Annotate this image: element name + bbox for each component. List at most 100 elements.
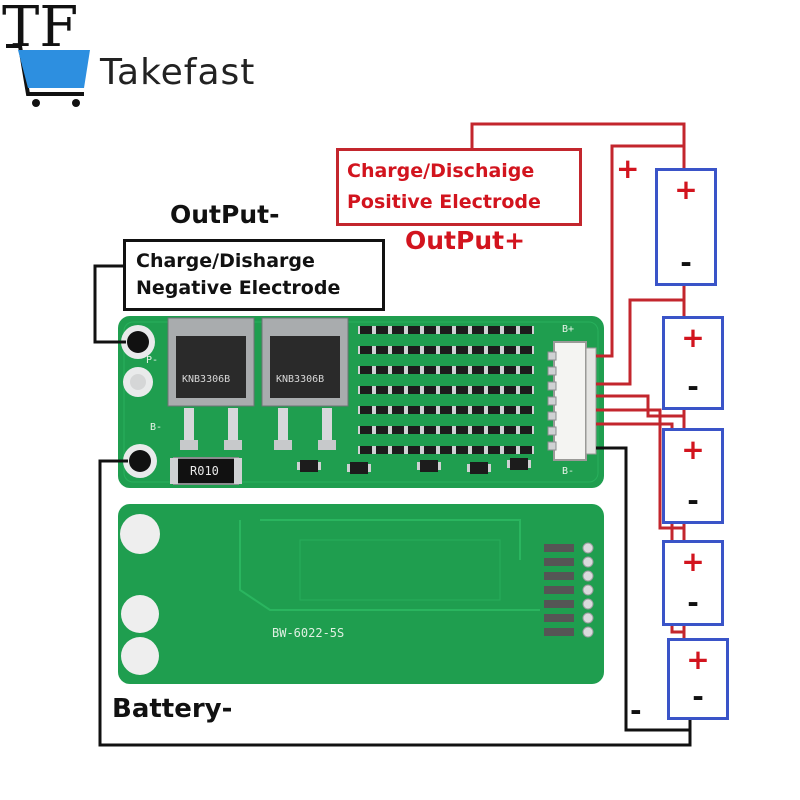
smd-part — [390, 326, 406, 334]
mosfet-1 — [167, 317, 255, 450]
connector-pin — [547, 441, 557, 451]
pcb-bottom-board — [118, 504, 604, 684]
smd-part — [358, 406, 374, 414]
bottom-pin — [544, 612, 594, 624]
cell-5-plus: + — [686, 643, 710, 676]
smd-part — [374, 426, 390, 434]
smd-part — [358, 386, 374, 394]
smd-part — [454, 366, 470, 374]
smd-part — [518, 386, 534, 394]
smd-part — [422, 406, 438, 414]
bottom-pin — [544, 584, 594, 596]
negative-electrode-box: Charge/Disharge Negative Electrode — [123, 239, 385, 311]
smd-part — [406, 366, 422, 374]
bottom-pin — [544, 570, 594, 582]
connector-pin — [547, 366, 557, 376]
smd-part — [486, 446, 502, 454]
smd-part — [390, 446, 406, 454]
smd-part — [518, 326, 534, 334]
smd-part — [518, 366, 534, 374]
smd-part — [438, 326, 454, 334]
smd-part — [454, 386, 470, 394]
smd-component-grid — [297, 326, 534, 474]
wire-plus-label: + — [616, 152, 640, 185]
smd-part — [518, 426, 534, 434]
cell-4-minus: - — [687, 586, 699, 619]
cell-1-minus: - — [680, 246, 692, 279]
smd-part — [470, 446, 486, 454]
smd-part — [422, 346, 438, 354]
mosfet-2 — [261, 317, 349, 450]
smd-part — [422, 326, 438, 334]
smd-part — [297, 460, 321, 472]
bottom-pad-1 — [120, 514, 160, 554]
balance-connector — [547, 341, 597, 461]
output-positive-label: OutPut+ — [405, 226, 526, 255]
smd-part — [486, 326, 502, 334]
positive-box-line2: Positive Electrode — [347, 191, 541, 213]
smd-part — [374, 346, 390, 354]
pad-b-minus — [123, 444, 157, 478]
battery-cell-3: + - — [662, 428, 724, 524]
smd-part — [502, 386, 518, 394]
smd-part — [390, 366, 406, 374]
bottom-pin-row — [544, 542, 594, 638]
smd-part — [374, 366, 390, 374]
mosfet-2-marking: KNB3306B — [276, 374, 325, 385]
smd-part — [486, 406, 502, 414]
smd-part — [390, 386, 406, 394]
cell-2-plus: + — [681, 321, 705, 354]
smd-part — [358, 366, 374, 374]
smd-part — [406, 326, 422, 334]
smd-part — [467, 462, 491, 474]
smd-part — [358, 426, 374, 434]
smd-part — [486, 346, 502, 354]
connector-pin — [547, 381, 557, 391]
smd-part — [438, 426, 454, 434]
cell-3-plus: + — [681, 433, 705, 466]
smd-part — [502, 406, 518, 414]
smd-part — [406, 386, 422, 394]
smd-part — [374, 446, 390, 454]
smd-part — [518, 446, 534, 454]
negative-box-line2: Negative Electrode — [136, 277, 341, 299]
smd-part — [502, 426, 518, 434]
smd-part — [454, 346, 470, 354]
smd-part — [486, 426, 502, 434]
smd-part — [422, 446, 438, 454]
cart-icon — [6, 44, 90, 107]
smd-part — [438, 406, 454, 414]
smd-part — [454, 426, 470, 434]
pad-top-2 — [123, 367, 153, 397]
smd-part — [502, 366, 518, 374]
smd-part — [470, 326, 486, 334]
smd-part — [347, 462, 371, 474]
bottom-pin — [544, 598, 594, 610]
cell-3-minus: - — [687, 484, 699, 517]
smd-part — [438, 446, 454, 454]
battery-cell-4: + - — [662, 540, 724, 626]
smd-part — [358, 326, 374, 334]
smd-part — [358, 346, 374, 354]
positive-box-line1: Charge/Dischaige — [347, 160, 535, 182]
smd-part — [390, 426, 406, 434]
pad-b-minus-label: B- — [150, 422, 163, 433]
smd-part — [374, 386, 390, 394]
smd-part — [390, 346, 406, 354]
pad-p-minus — [121, 325, 155, 359]
smd-part — [470, 386, 486, 394]
smd-part — [417, 460, 441, 472]
smd-part — [470, 406, 486, 414]
bottom-pad-2 — [121, 595, 159, 633]
bottom-pin — [544, 556, 594, 568]
smd-part — [422, 386, 438, 394]
cell-1-plus: + — [674, 173, 698, 206]
smd-part — [374, 406, 390, 414]
brand-name: Takefast — [100, 52, 256, 93]
negative-box-line1: Charge/Disharge — [136, 250, 315, 272]
connector-b-minus-label: B- — [562, 466, 575, 477]
bottom-pin — [544, 542, 594, 554]
wire-pack-positive — [596, 144, 684, 358]
smd-part — [406, 406, 422, 414]
